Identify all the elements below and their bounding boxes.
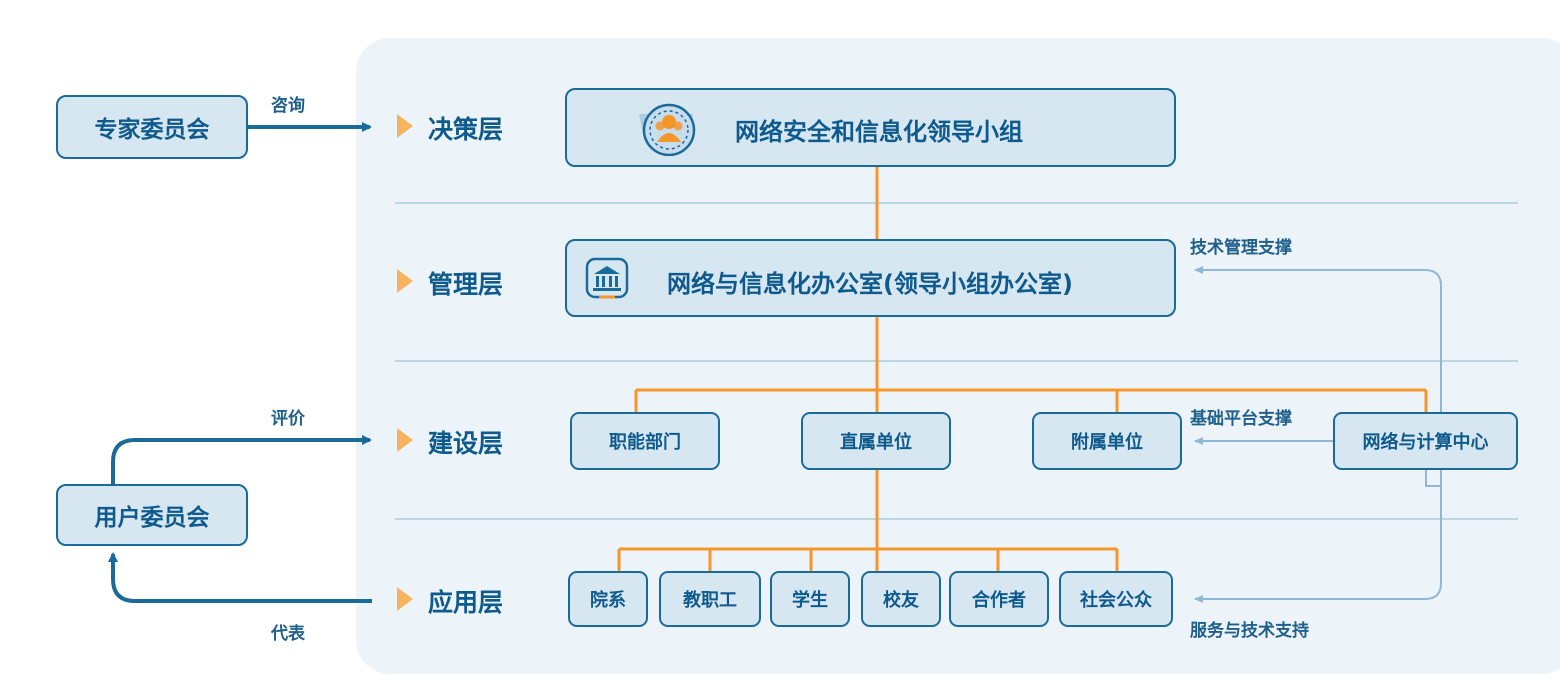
- consult-label: 咨询: [271, 96, 305, 116]
- tech-management-support-label: 技术管理支撑: [1190, 238, 1292, 258]
- application-unit-label: 教职工: [683, 590, 737, 611]
- application-unit-label: 社会公众: [1080, 590, 1152, 611]
- info-office-box: 网络与信息化办公室(领导小组办公室): [565, 239, 1176, 317]
- base-platform-support-label: 基础平台支撑: [1190, 409, 1292, 429]
- application-unit: 院系: [568, 571, 648, 627]
- application-unit: 教职工: [659, 571, 761, 627]
- construction-unit-label: 直属单位: [840, 432, 912, 453]
- application-unit-label: 合作者: [972, 590, 1026, 611]
- evaluate-label: 评价: [271, 409, 305, 429]
- construction-unit: 直属单位: [801, 412, 951, 470]
- represent-label: 代表: [271, 624, 305, 644]
- application-unit-label: 学生: [792, 590, 828, 611]
- construction-unit-label: 附属单位: [1071, 432, 1143, 453]
- expert-committee-box: 专家委员会: [56, 95, 248, 159]
- user-committee-label: 用户委员会: [94, 505, 210, 531]
- layer-triangle-icon: [397, 114, 413, 138]
- layer-label-application: 应用层: [428, 588, 504, 617]
- tech-management-arrow: [1194, 266, 1442, 486]
- hierarchy-lines: [617, 167, 1428, 571]
- application-unit: 校友: [861, 571, 941, 627]
- expert-committee-label: 专家委员会: [94, 117, 210, 143]
- leadership-group-label: 网络安全和信息化领导小组: [735, 118, 1023, 146]
- represent-arrow: [108, 552, 372, 603]
- construction-unit-label: 网络与计算中心: [1362, 432, 1489, 453]
- service-tech-support-label: 服务与技术支持: [1190, 621, 1309, 641]
- layer-triangle-icon: [397, 587, 413, 611]
- group-people-icon: [639, 103, 696, 156]
- leadership-group-box: 网络安全和信息化领导小组: [565, 88, 1176, 167]
- application-unit: 社会公众: [1059, 571, 1173, 627]
- application-unit-label: 校友: [883, 590, 919, 611]
- layer-markers: [397, 114, 413, 611]
- layer-label-decision: 决策层: [428, 115, 504, 144]
- construction-unit: 附属单位: [1032, 412, 1182, 470]
- layer-triangle-icon: [397, 428, 413, 452]
- evaluate-arrow: [111, 435, 372, 484]
- network-computing-center-box: 网络与计算中心: [1333, 412, 1518, 470]
- layer-triangle-icon: [397, 269, 413, 293]
- building-icon: [585, 257, 629, 299]
- application-unit: 学生: [770, 571, 850, 627]
- user-committee-box: 用户委员会: [56, 484, 248, 546]
- service-support-arrow: [1194, 470, 1442, 603]
- application-unit-label: 院系: [590, 590, 626, 611]
- construction-unit-label: 职能部门: [609, 432, 681, 453]
- layer-label-construction: 建设层: [428, 429, 504, 458]
- application-unit: 合作者: [949, 571, 1049, 627]
- info-office-label: 网络与信息化办公室(领导小组办公室): [667, 270, 1073, 298]
- construction-unit: 职能部门: [570, 412, 720, 470]
- layer-label-management: 管理层: [428, 270, 504, 299]
